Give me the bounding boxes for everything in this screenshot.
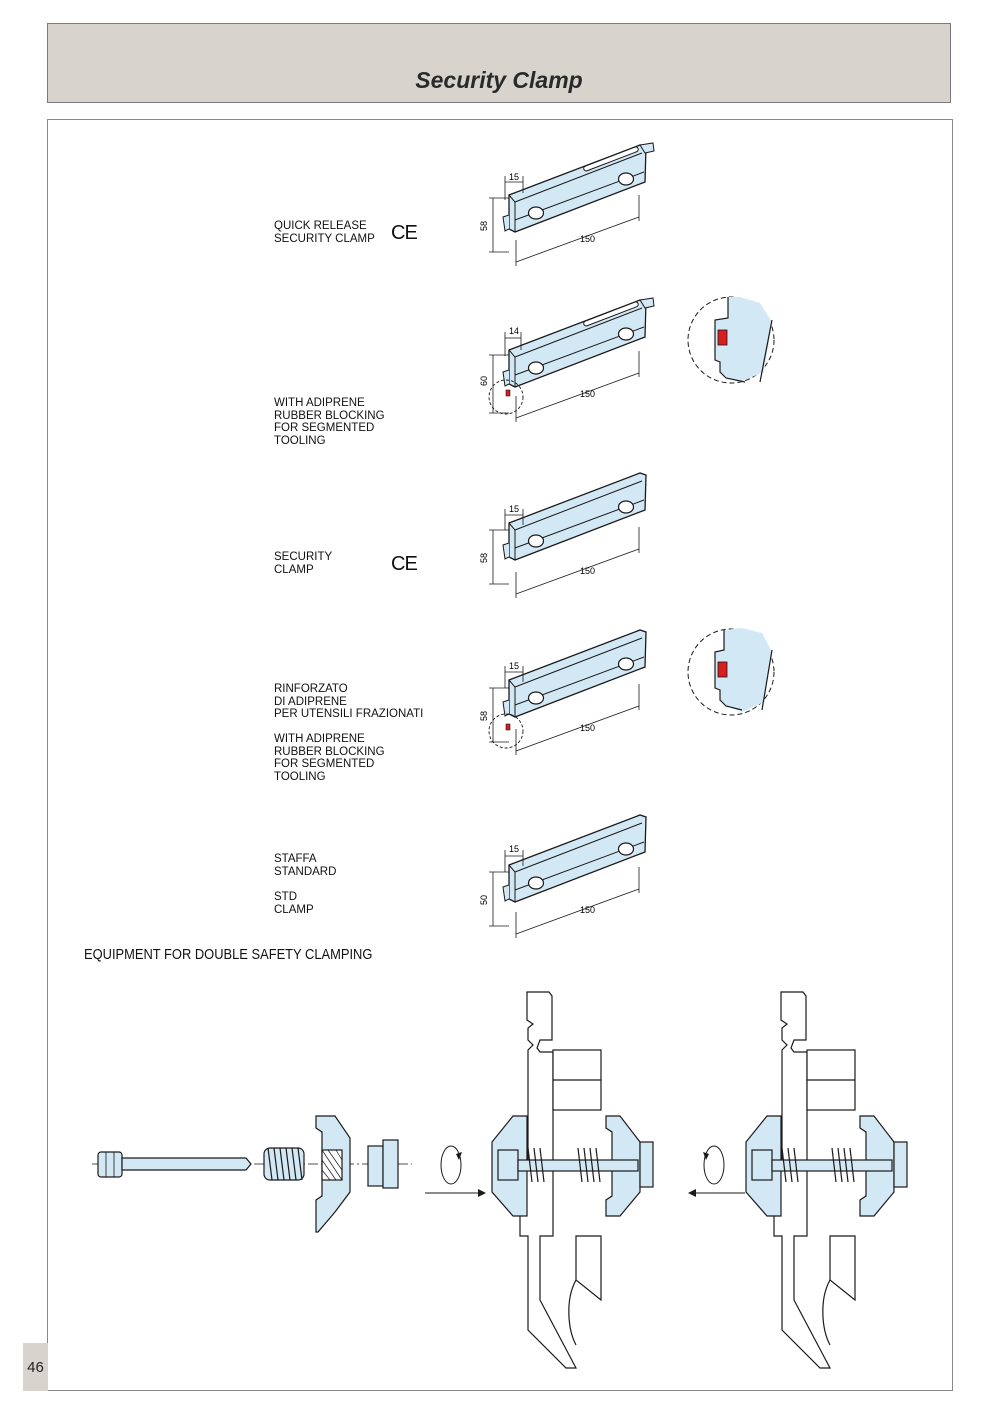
clamp-2-dimensions [489, 332, 640, 422]
clamp-5-label-en: STD CLAMP [274, 891, 314, 916]
clamp-2-height-dim: 60 [479, 376, 489, 386]
clamp-4-length-dim: 150 [580, 723, 595, 733]
clamp-1-height-dim: 58 [479, 221, 489, 231]
page-header: Security Clamp [47, 23, 951, 103]
exploded-assembly [92, 1115, 745, 1233]
clamp-1-drawing [502, 142, 655, 233]
clamp-4-label: RINFORZATO DI ADIPRENE PER UTENSILI FRAZ… [274, 683, 424, 721]
clamp-2-detail-ring [488, 379, 524, 415]
clamp-4-drawing [502, 629, 647, 731]
clamp-1-label: QUICK RELEASE SECURITY CLAMP [274, 220, 375, 245]
clamp-1-width-dim: 15 [509, 172, 519, 182]
assembly-view-left [491, 991, 654, 1369]
clamp-3-drawing [502, 472, 647, 561]
clamp-5-height-dim: 50 [479, 895, 489, 905]
page-title: Security Clamp [415, 67, 583, 93]
clamp-4-detail-ring [488, 713, 524, 749]
clamp-5-length-dim: 150 [580, 905, 595, 915]
page-number: 46 [27, 1359, 44, 1376]
clamp-1-ce-mark: CE [391, 222, 418, 244]
clamp-5-drawing [502, 814, 647, 903]
nut-part [367, 1139, 399, 1189]
clamp-5-dimensions [489, 850, 640, 938]
clamp-3-length-dim: 150 [580, 566, 595, 576]
clamp-3-width-dim: 15 [509, 504, 519, 514]
spring-part [263, 1147, 305, 1181]
clamp-3-dimensions [489, 509, 640, 598]
assembly-view-right [745, 991, 908, 1369]
clamp-2-width-dim: 14 [509, 326, 519, 336]
clamp-3-ce-mark: CE [391, 553, 418, 575]
clamp-2-label: WITH ADIPRENE RUBBER BLOCKING FOR SEGMEN… [274, 397, 385, 447]
equipment-heading: EQUIPMENT FOR DOUBLE SAFETY CLAMPING [84, 946, 373, 963]
clamp-4-label-en: WITH ADIPRENE RUBBER BLOCKING FOR SEGMEN… [274, 733, 385, 783]
clamp-4-height-dim: 58 [479, 711, 489, 721]
clamp-3-height-dim: 58 [479, 553, 489, 563]
clamp-4-rubber-detail [687, 628, 775, 716]
clamp-5-width-dim: 15 [509, 844, 519, 854]
content-frame [47, 119, 953, 1391]
page-tab [23, 1343, 48, 1391]
clamp-5-label: STAFFA STANDARD [274, 853, 337, 878]
clamp-3-label: SECURITY CLAMP [274, 551, 333, 576]
clamp-2-rubber-detail [687, 296, 775, 384]
clamp-2-length-dim: 150 [580, 389, 595, 399]
clamp-4-dimensions [489, 666, 640, 755]
clamp-2-drawing [502, 297, 655, 397]
wing-washer-part [315, 1115, 351, 1233]
clamp-1-length-dim: 150 [580, 234, 595, 244]
clamp-4-width-dim: 15 [509, 661, 519, 671]
bolt-part [97, 1151, 252, 1178]
clamp-1-dimensions [489, 176, 640, 266]
